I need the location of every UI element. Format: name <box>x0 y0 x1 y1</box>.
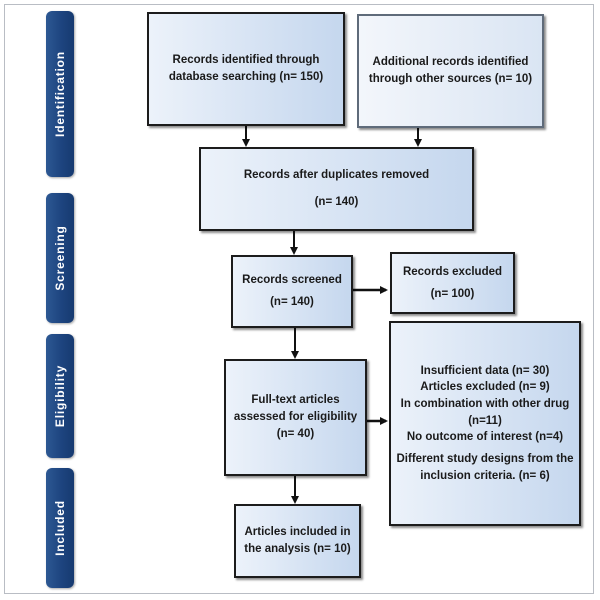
stage-identification: Identification <box>46 11 74 177</box>
box-records-screened: Records screened (n= 140) <box>231 255 353 328</box>
box-records-excluded: Records excluded (n= 100) <box>390 252 515 314</box>
reason-study-design-line2: inclusion criteria. (n= 6) <box>420 469 550 482</box>
records-screened-count: (n= 140) <box>270 296 314 308</box>
fulltext-assessed-line2: assessed for eligibility <box>233 411 358 424</box>
reason-study-design-line1: Different study designs from the <box>396 453 574 465</box>
database-records-line1: Records identified through <box>172 54 320 67</box>
fulltext-assessed-count: (n= 40) <box>276 427 315 440</box>
duplicates-removed-line1: Records after duplicates removed <box>243 169 430 182</box>
stage-screening: Screening <box>46 193 74 323</box>
other-sources-line1: Additional records identified <box>372 56 529 69</box>
diagram-frame <box>4 4 594 594</box>
database-records-line2: database searching (n= 150) <box>168 71 324 83</box>
reason-combination-drug-count: (n=11) <box>468 414 502 427</box>
stage-eligibility: Eligibility <box>46 334 74 458</box>
articles-included-line2: the analysis (n= 10) <box>244 543 351 555</box>
records-excluded-count: (n= 100) <box>430 287 475 300</box>
reason-articles-excluded: Articles excluded (n= 9) <box>420 381 550 394</box>
reason-no-outcome: No outcome of interest (n=4) <box>406 431 564 444</box>
reason-insufficient-data: Insufficient data (n= 30) <box>420 364 550 377</box>
box-other-sources: Additional records identified through ot… <box>357 14 544 128</box>
box-exclusion-reasons: Insufficient data (n= 30) Articles exclu… <box>389 321 581 526</box>
articles-included-line1: Articles included in <box>244 526 351 539</box>
box-articles-included: Articles included in the analysis (n= 10… <box>234 504 361 578</box>
box-database-records: Records identified through database sear… <box>147 12 345 126</box>
fulltext-assessed-line1: Full-text articles <box>251 394 340 407</box>
reason-combination-drug: In combination with other drug <box>400 397 570 410</box>
other-sources-line2: through other sources (n= 10) <box>368 73 533 85</box>
stage-included: Included <box>46 468 74 588</box>
box-fulltext-assessed: Full-text articles assessed for eligibil… <box>224 359 367 476</box>
records-screened-line1: Records screened <box>242 274 342 287</box>
records-excluded-line1: Records excluded <box>402 265 503 278</box>
duplicates-removed-count: (n= 140) <box>314 196 359 208</box>
box-duplicates-removed: Records after duplicates removed (n= 140… <box>199 147 474 231</box>
